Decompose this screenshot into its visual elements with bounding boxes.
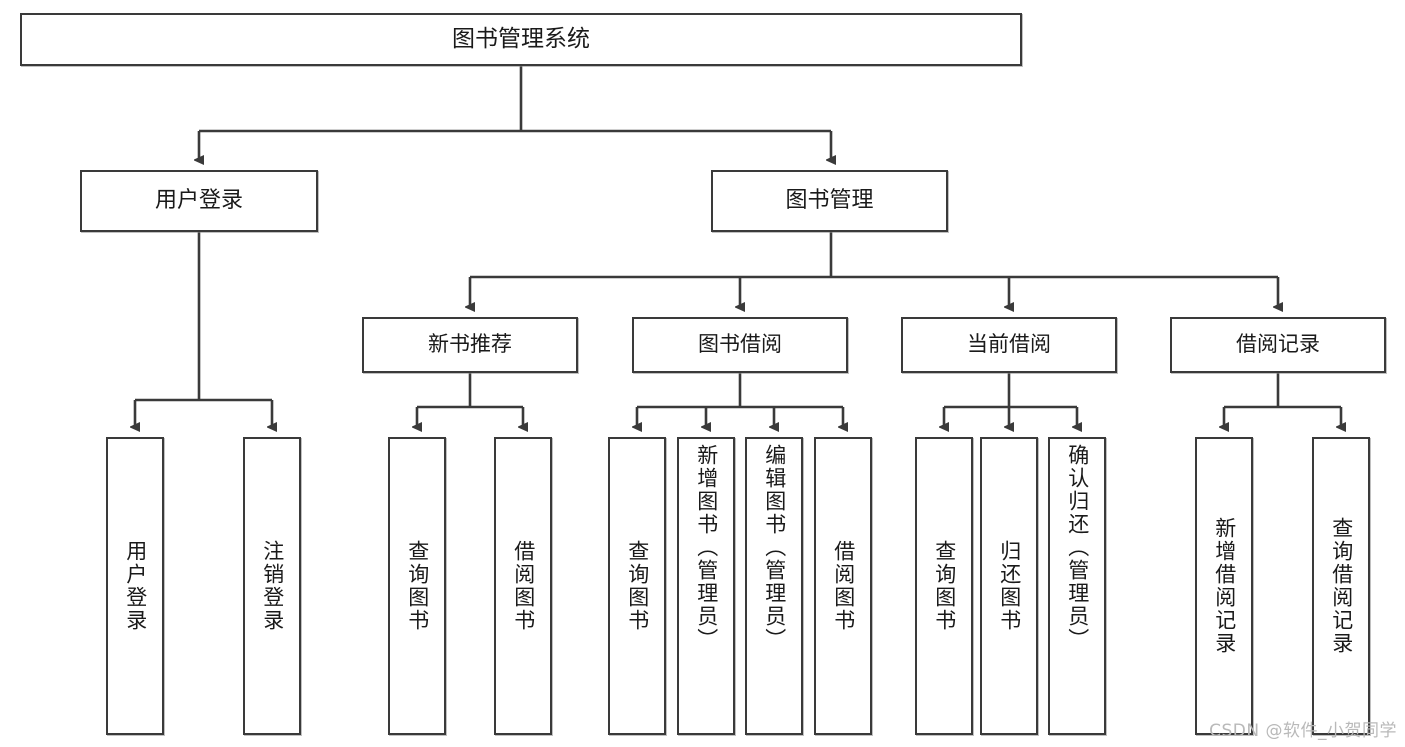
- leaf-user-login-login[interactable]: 用户登录: [106, 437, 164, 735]
- node-label: 用户登录: [123, 540, 148, 632]
- node-label: 新增图书（管理员）: [694, 444, 719, 651]
- node-label: 查询图书: [625, 540, 650, 632]
- node-book-management[interactable]: 图书管理: [711, 170, 948, 232]
- leaf-record-add-record[interactable]: 新增借阅记录: [1195, 437, 1253, 735]
- node-label: 新书推荐: [428, 332, 512, 357]
- node-label: 归还图书: [997, 540, 1022, 632]
- node-label: 查询借阅记录: [1329, 517, 1354, 655]
- leaf-current-return-book[interactable]: 归还图书: [980, 437, 1038, 735]
- leaf-borrow-borrow-book[interactable]: 借阅图书: [814, 437, 872, 735]
- node-new-book-recommend[interactable]: 新书推荐: [362, 317, 578, 373]
- leaf-current-confirm-return-admin[interactable]: 确认归还（管理员）: [1048, 437, 1106, 735]
- node-label: 图书借阅: [698, 332, 782, 357]
- node-label: 注销登录: [260, 540, 285, 632]
- node-label: 借阅记录: [1236, 332, 1320, 357]
- leaf-recommend-borrow-book[interactable]: 借阅图书: [494, 437, 552, 735]
- node-label: 查询图书: [932, 540, 957, 632]
- node-label: 新增借阅记录: [1212, 517, 1237, 655]
- leaf-borrow-query-book[interactable]: 查询图书: [608, 437, 666, 735]
- node-label: 查询图书: [405, 540, 430, 632]
- node-book-borrow[interactable]: 图书借阅: [632, 317, 848, 373]
- node-label: 当前借阅: [967, 332, 1051, 357]
- leaf-borrow-add-book-admin[interactable]: 新增图书（管理员）: [677, 437, 735, 735]
- watermark-text: CSDN @软件_小贺同学: [1209, 721, 1397, 741]
- node-label: 图书管理系统: [452, 25, 590, 52]
- leaf-recommend-query-book[interactable]: 查询图书: [388, 437, 446, 735]
- node-label: 借阅图书: [511, 540, 536, 632]
- leaf-current-query-book[interactable]: 查询图书: [915, 437, 973, 735]
- leaf-user-login-logout[interactable]: 注销登录: [243, 437, 301, 735]
- leaf-borrow-edit-book-admin[interactable]: 编辑图书（管理员）: [745, 437, 803, 735]
- node-label: 确认归还（管理员）: [1065, 444, 1090, 651]
- node-user-login[interactable]: 用户登录: [80, 170, 318, 232]
- node-label: 编辑图书（管理员）: [762, 444, 787, 651]
- node-label: 用户登录: [154, 187, 243, 213]
- node-root-system[interactable]: 图书管理系统: [20, 13, 1022, 66]
- leaf-record-query-record[interactable]: 查询借阅记录: [1312, 437, 1370, 735]
- node-borrow-record[interactable]: 借阅记录: [1170, 317, 1386, 373]
- node-label: 借阅图书: [831, 540, 856, 632]
- node-current-borrow[interactable]: 当前借阅: [901, 317, 1117, 373]
- node-label: 图书管理: [785, 187, 874, 213]
